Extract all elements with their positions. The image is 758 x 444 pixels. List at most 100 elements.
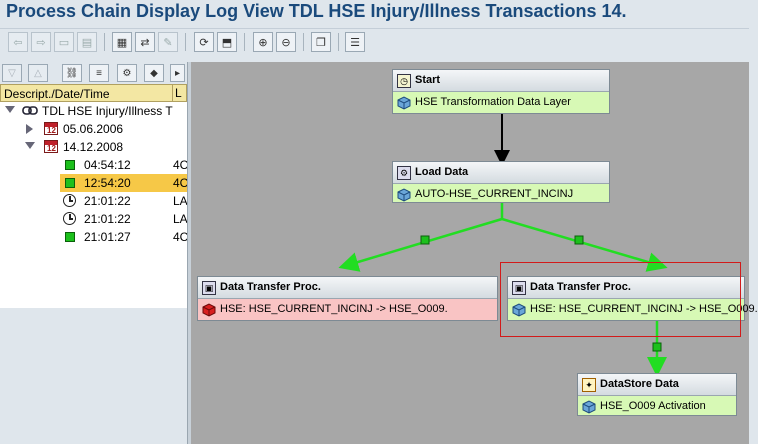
node-text: HSE Transformation Data Layer <box>415 96 571 108</box>
node-dtp-success[interactable]: ▣ Data Transfer Proc. HSE: HSE_CURRENT_I… <box>507 276 758 321</box>
tree-row-date[interactable]: 14.12.2008 <box>0 138 187 156</box>
tree-row-date[interactable]: 05.06.2006 <box>0 120 187 138</box>
up-button[interactable]: △ <box>28 64 48 82</box>
settings-button[interactable]: ⚙ <box>117 64 137 82</box>
node-body: AUTO-HSE_CURRENT_INCINJ <box>393 184 609 202</box>
node-dtp-failed[interactable]: ▣ Data Transfer Proc. HSE: HSE_CURRENT_I… <box>197 276 498 321</box>
link-status-icon[interactable] <box>574 235 584 245</box>
calendar-icon <box>44 140 58 153</box>
toolbar-separator <box>104 33 105 51</box>
tree-row-label: 21:01:22 <box>84 194 131 208</box>
activation-icon: ✦ <box>582 378 596 392</box>
node-start[interactable]: ◷ Start HSE Transformation Data Layer <box>392 69 610 114</box>
status-green-icon <box>65 160 75 170</box>
zoom-in-button[interactable]: ⊕ <box>253 32 273 52</box>
node-header: ▣ Data Transfer Proc. <box>198 277 497 299</box>
collapse-icon[interactable] <box>5 106 15 113</box>
calendar-icon <box>44 122 58 135</box>
tree-row-run[interactable]: 21:01:22 LA <box>0 192 188 210</box>
node-title: Load Data <box>415 166 469 178</box>
node-text: HSE: HSE_CURRENT_INCINJ -> HSE_O009. <box>530 303 758 315</box>
cube-icon <box>397 96 411 110</box>
node-title: DataStore Data <box>600 378 679 390</box>
node-header: ◷ Start <box>393 70 609 92</box>
highlight-frame <box>500 262 741 337</box>
tree-row-run-selected[interactable]: 12:54:20 4C <box>60 174 189 192</box>
node-header: ✦ DataStore Data <box>578 374 736 396</box>
toolbar-button-12[interactable]: ❐ <box>311 32 331 52</box>
node-title: Data Transfer Proc. <box>530 281 631 293</box>
tree-row-run[interactable]: 04:54:12 4C <box>0 156 189 174</box>
tree-row-label: 04:54:12 <box>84 158 131 172</box>
node-text: HSE: HSE_CURRENT_INCINJ -> HSE_O009. <box>220 303 448 315</box>
tree-row-chain[interactable]: TDL HSE Injury/Illness T <box>0 102 187 120</box>
process-chain-canvas: ◷ Start HSE Transformation Data Layer ⚙ … <box>191 62 758 444</box>
tree-column-header[interactable]: Descript./Date/Time L <box>0 84 187 102</box>
expand-icon[interactable] <box>26 124 33 134</box>
tree-row-label: TDL HSE Injury/Illness T <box>42 104 173 118</box>
connector-lines <box>338 114 668 377</box>
toolbar-button-4[interactable]: ▤ <box>77 32 97 52</box>
toolbar-separator <box>303 33 304 51</box>
toolbar-button-9[interactable]: ⬒ <box>217 32 237 52</box>
tree-row-col2: LA <box>173 194 188 208</box>
node-text: HSE_O009 Activation <box>600 400 706 412</box>
tree-row-col2: 4C <box>173 230 189 244</box>
tree-row-label: 05.06.2006 <box>63 122 124 136</box>
filter-button[interactable]: ▽ <box>2 64 22 82</box>
log-tree-panel: ▽ △ ⛓ ≡ ⚙ ◆ ▸ Descript./Date/Time L TDL … <box>0 62 189 444</box>
toolbar-button-3[interactable]: ▭ <box>54 32 74 52</box>
node-datastore[interactable]: ✦ DataStore Data HSE_O009 Activation <box>577 373 737 416</box>
dtp-icon: ▣ <box>512 281 526 295</box>
node-load-data[interactable]: ⚙ Load Data AUTO-HSE_CURRENT_INCINJ <box>392 161 610 203</box>
back-button[interactable]: ⇦ <box>8 32 28 52</box>
link-button[interactable]: ⛓ <box>62 64 82 82</box>
node-body: HSE Transformation Data Layer <box>393 92 609 113</box>
node-header: ⚙ Load Data <box>393 162 609 184</box>
cube-icon <box>397 188 411 202</box>
tree-row-col2: 4C <box>173 158 189 172</box>
title-bar: Process Chain Display Log View TDL HSE I… <box>0 0 749 28</box>
node-title: Start <box>415 74 441 86</box>
tree-row-col2: LA <box>173 212 188 226</box>
cube-error-icon <box>202 303 216 317</box>
toolbar-button-5[interactable]: ▦ <box>112 32 132 52</box>
column-l[interactable]: L <box>172 85 188 101</box>
tree-row-run[interactable]: 21:01:22 LA <box>0 210 188 228</box>
window-title: Process Chain Display Log View TDL HSE I… <box>6 1 627 21</box>
status-green-icon <box>65 178 75 188</box>
toolbar-button-7[interactable]: ✎ <box>158 32 178 52</box>
tree-row-label: 21:01:27 <box>84 230 131 244</box>
tree-row-label: 14.12.2008 <box>63 140 124 154</box>
refresh-button[interactable]: ⟳ <box>194 32 214 52</box>
node-body: HSE: HSE_CURRENT_INCINJ -> HSE_O009. <box>198 299 497 320</box>
collapse-icon[interactable] <box>25 142 35 149</box>
start-icon: ◷ <box>397 74 411 88</box>
more-button[interactable]: ▸ <box>170 64 185 82</box>
zoom-out-button[interactable]: ⊖ <box>276 32 296 52</box>
node-body: HSE_O009 Activation <box>578 396 736 415</box>
clock-icon <box>63 212 76 225</box>
sort-button[interactable]: ≡ <box>89 64 109 82</box>
tree-row-col2: 4C <box>173 176 189 190</box>
main-toolbar: ⇦ ⇨ ▭ ▤ ▦ ⇄ ✎ ⟳ ⬒ ⊕ ⊖ ❐ ☰ <box>0 28 749 54</box>
toolbar-separator <box>244 33 245 51</box>
dtp-icon: ▣ <box>202 281 216 295</box>
tree-row-label: 12:54:20 <box>84 176 131 190</box>
toolbar-button-13[interactable]: ☰ <box>345 32 365 52</box>
node-header: ▣ Data Transfer Proc. <box>508 277 744 299</box>
panel-splitter[interactable] <box>187 62 191 444</box>
forward-button[interactable]: ⇨ <box>31 32 51 52</box>
cube-icon <box>582 400 596 414</box>
log-tree: TDL HSE Injury/Illness T 05.06.2006 14.1… <box>0 102 189 308</box>
tree-row-run[interactable]: 21:01:27 4C <box>0 228 189 246</box>
link-status-icon[interactable] <box>420 235 430 245</box>
toolbar-separator <box>185 33 186 51</box>
status-green-icon <box>65 232 75 242</box>
toolbar-button-6[interactable]: ⇄ <box>135 32 155 52</box>
folder-button[interactable]: ◆ <box>144 64 164 82</box>
tree-toolbar: ▽ △ ⛓ ≡ ⚙ ◆ ▸ <box>0 62 187 84</box>
node-text: AUTO-HSE_CURRENT_INCINJ <box>415 188 574 200</box>
link-status-icon[interactable] <box>652 342 662 352</box>
column-descr[interactable]: Descript./Date/Time <box>4 87 110 101</box>
